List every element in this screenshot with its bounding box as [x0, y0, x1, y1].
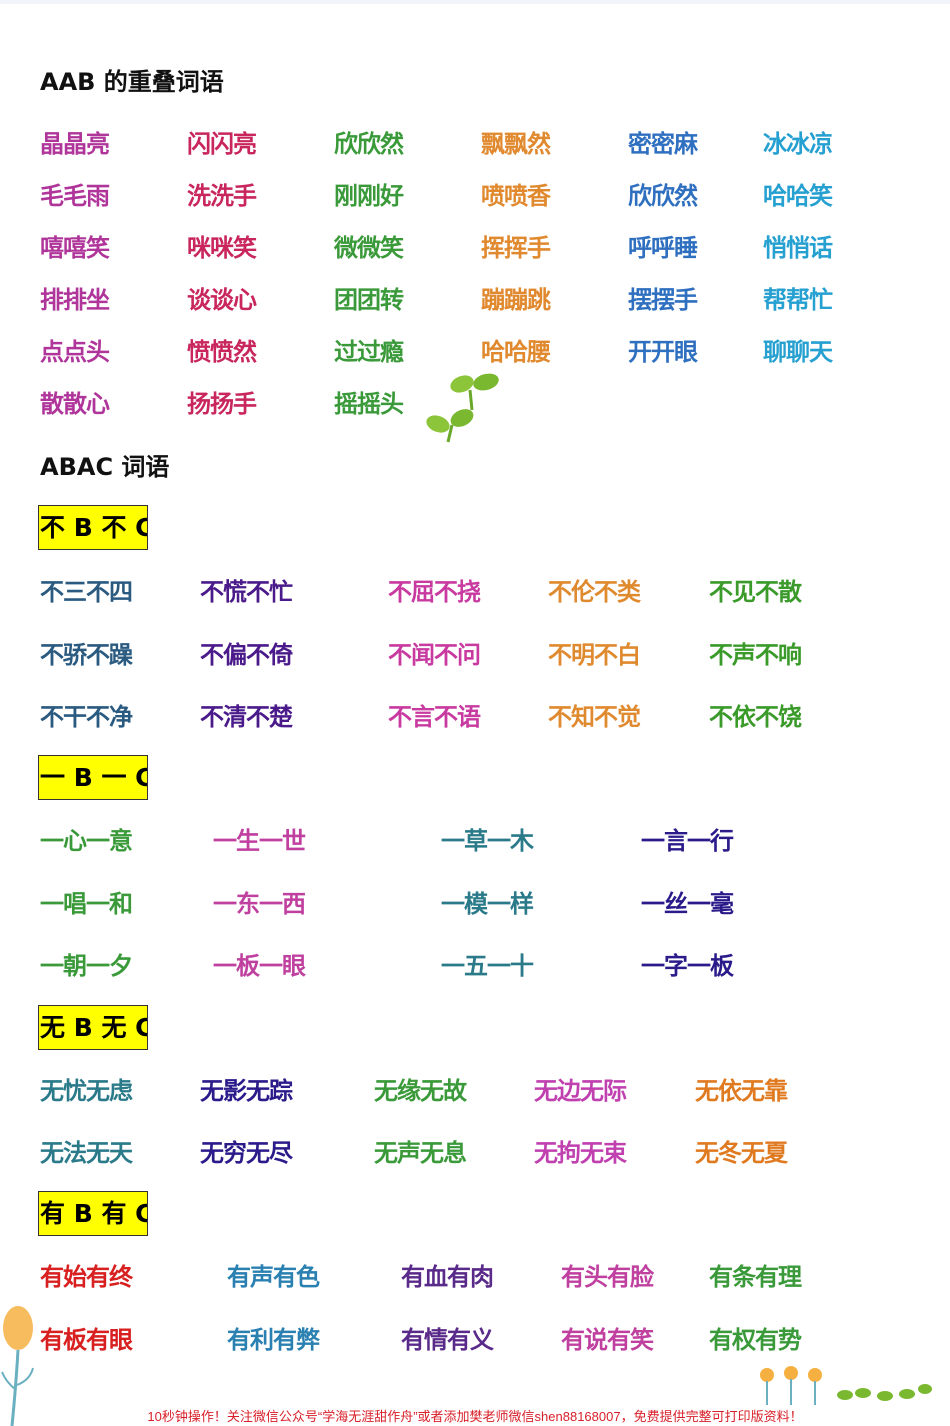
footer-notice: 10秒钟操作！关注微信公众号“学海无涯甜作舟”或者添加樊老师微信shen8816… [147, 1409, 803, 1424]
word-item: 聊聊天 [763, 338, 833, 366]
word-item: 不闻不问 [388, 641, 481, 669]
word-item: 帮帮忙 [763, 286, 833, 314]
word-item: 无冬无夏 [695, 1139, 788, 1167]
word-item: 无拘无束 [534, 1139, 627, 1167]
word-item: 一东一西 [213, 890, 306, 918]
word-item: 排排坐 [40, 286, 110, 314]
word-item: 有板有眼 [40, 1326, 133, 1354]
word-item: 欣欣然 [628, 182, 698, 210]
word-item: 无穷无尽 [200, 1139, 293, 1167]
word-item: 一生一世 [213, 827, 306, 855]
word-item: 不偏不倚 [200, 641, 293, 669]
word-item: 一板一眼 [213, 952, 306, 980]
word-item: 有利有弊 [227, 1326, 320, 1354]
section-title-abac: ABAC 词语 [40, 453, 170, 481]
word-item: 不干不净 [40, 703, 133, 731]
word-item: 不骄不躁 [40, 641, 133, 669]
word-item: 蹦蹦跳 [481, 286, 551, 314]
word-item: 微微笑 [334, 234, 404, 262]
word-item: 无缘无故 [374, 1077, 467, 1105]
word-item: 有血有肉 [401, 1263, 494, 1291]
word-item: 不伦不类 [548, 578, 641, 606]
word-item: 咪咪笑 [187, 234, 257, 262]
word-item: 一言一行 [641, 827, 734, 855]
word-item: 不三不四 [40, 578, 133, 606]
word-item: 无影无踪 [200, 1077, 293, 1105]
word-item: 飘飘然 [481, 130, 551, 158]
word-item: 点点头 [40, 338, 110, 366]
word-item: 一朝一夕 [40, 952, 133, 980]
word-item: 毛毛雨 [40, 182, 110, 210]
section-title-aab: AAB 的重叠词语 [40, 68, 224, 96]
word-item: 一唱一和 [40, 890, 133, 918]
word-item: 冰冰凉 [763, 130, 833, 158]
word-item: 密密麻 [628, 130, 698, 158]
word-item: 愤愤然 [187, 338, 257, 366]
word-item: 一模一样 [441, 890, 534, 918]
top-border [0, 0, 950, 4]
word-item: 不知不觉 [548, 703, 641, 731]
word-item: 一丝一毫 [641, 890, 734, 918]
word-item: 不言不语 [388, 703, 481, 731]
word-item: 开开眼 [628, 338, 698, 366]
word-item: 一草一木 [441, 827, 534, 855]
word-item: 摇摇头 [334, 390, 404, 418]
word-item: 呼呼睡 [628, 234, 698, 262]
word-item: 喷喷香 [481, 182, 551, 210]
pattern-label: 不 B 不 C [38, 505, 148, 550]
word-item: 有情有义 [401, 1326, 494, 1354]
word-item: 不见不散 [709, 578, 802, 606]
word-item: 不声不响 [709, 641, 802, 669]
word-item: 洗洗手 [187, 182, 257, 210]
word-item: 无边无际 [534, 1077, 627, 1105]
word-item: 欣欣然 [334, 130, 404, 158]
word-item: 扬扬手 [187, 390, 257, 418]
word-item: 不依不饶 [709, 703, 802, 731]
word-item: 不明不白 [548, 641, 641, 669]
word-item: 不清不楚 [200, 703, 293, 731]
word-item: 一五一十 [441, 952, 534, 980]
word-item: 散散心 [40, 390, 110, 418]
word-item: 无声无息 [374, 1139, 467, 1167]
word-item: 有权有势 [709, 1326, 802, 1354]
word-item: 过过瘾 [334, 338, 404, 366]
sprout-icon [426, 373, 499, 443]
word-item: 团团转 [334, 286, 404, 314]
pattern-label: 一 B 一 C [38, 755, 148, 800]
word-item: 闪闪亮 [187, 130, 257, 158]
pattern-label: 有 B 有 C [38, 1191, 148, 1236]
word-item: 不慌不忙 [200, 578, 293, 606]
word-item: 有声有色 [227, 1263, 320, 1291]
word-item: 晶晶亮 [40, 130, 110, 158]
word-item: 刚刚好 [334, 182, 404, 210]
word-item: 谈谈心 [187, 286, 257, 314]
word-item: 有说有笑 [561, 1326, 654, 1354]
tulip-icon [1, 1306, 34, 1426]
word-item: 一心一意 [40, 827, 133, 855]
word-item: 有始有终 [40, 1263, 133, 1291]
word-item: 无忧无虑 [40, 1077, 133, 1105]
word-item: 无法无天 [40, 1139, 133, 1167]
word-item: 嘻嘻笑 [40, 234, 110, 262]
word-item: 有头有脸 [561, 1263, 654, 1291]
word-item: 有条有理 [709, 1263, 802, 1291]
word-item: 哈哈笑 [763, 182, 833, 210]
word-item: 摆摆手 [628, 286, 698, 314]
pattern-label: 无 B 无 C [38, 1005, 148, 1050]
word-item: 无依无靠 [695, 1077, 788, 1105]
word-item: 一字一板 [641, 952, 734, 980]
word-item: 哈哈腰 [481, 338, 551, 366]
word-item: 挥挥手 [481, 234, 551, 262]
word-item: 不屈不挠 [388, 578, 481, 606]
flower-border-icon [760, 1366, 932, 1405]
word-item: 悄悄话 [763, 234, 833, 262]
